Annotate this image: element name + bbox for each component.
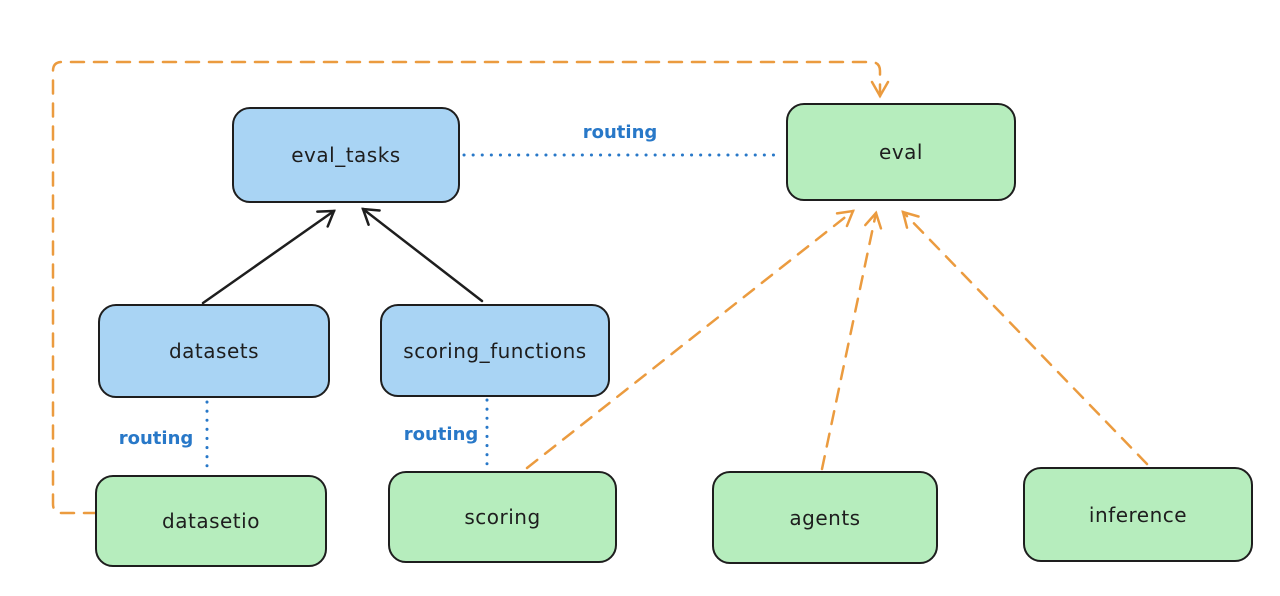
edge-inference-to-eval	[901, 210, 1149, 466]
routing-label-top: routing	[583, 122, 658, 143]
node-inference-label: inference	[1088, 502, 1188, 527]
node-eval: eval	[786, 103, 1016, 201]
node-eval-tasks-label: eval_tasks	[291, 143, 401, 167]
edge-scoring-functions-to-eval-tasks	[361, 207, 484, 303]
edge-datasetio-to-eval	[51, 60, 890, 515]
routing-label-datasets: routing	[119, 428, 194, 449]
node-scoring-functions-label: scoring_functions	[403, 338, 587, 363]
node-scoring-label: scoring	[464, 505, 541, 529]
node-datasets: datasets	[98, 304, 330, 398]
node-datasetio-label: datasetio	[162, 509, 260, 533]
routing-label-scoring: routing	[404, 424, 479, 445]
node-scoring: scoring	[388, 471, 617, 563]
edge-scoring-to-eval	[525, 209, 855, 470]
node-agents-label: agents	[789, 505, 861, 530]
edge-agents-to-eval	[820, 210, 883, 471]
node-eval-tasks: eval_tasks	[232, 107, 460, 203]
node-eval-label: eval	[879, 140, 923, 164]
node-inference: inference	[1023, 467, 1253, 562]
edge-datasets-to-eval-tasks	[201, 209, 336, 305]
node-datasets-label: datasets	[168, 339, 260, 363]
node-datasetio: datasetio	[95, 475, 327, 567]
node-agents: agents	[712, 471, 938, 564]
node-scoring-functions: scoring_functions	[380, 304, 610, 397]
